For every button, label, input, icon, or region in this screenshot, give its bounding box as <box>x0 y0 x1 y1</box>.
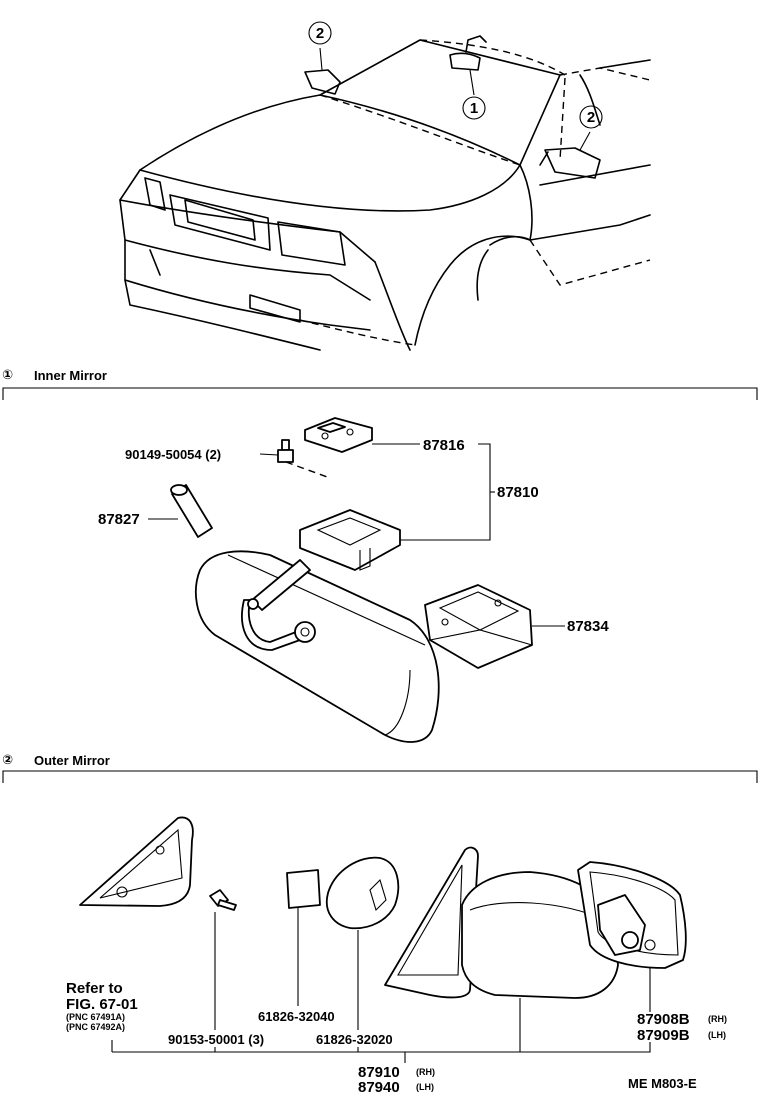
label-glass-rh-tag: (RH) <box>708 1014 727 1024</box>
label-glass-lh-number: 87909B <box>637 1027 690 1044</box>
label-bolt: 90149-50054 (2) <box>125 447 221 462</box>
label-housing-lh-number: 87940 <box>358 1079 400 1096</box>
section-outer-title: Outer Mirror <box>34 753 110 768</box>
label-housing-rh-number: 87910 <box>358 1064 400 1081</box>
label-refer-line1: Refer to <box>66 980 123 997</box>
mirror-assembly-part <box>194 509 440 743</box>
label-screw: 90153-50001 (3) <box>168 1032 264 1047</box>
seal-oval-part <box>325 856 400 930</box>
corner-cover-part <box>79 816 194 907</box>
section-inner-title: Inner Mirror <box>34 368 107 383</box>
car-illustration: 2 1 2 <box>119 21 651 351</box>
cover-part <box>424 584 533 669</box>
bolt-part <box>277 439 331 479</box>
label-glass-lh-tag: (LH) <box>708 1030 726 1040</box>
label-seal-oval: 61826-32020 <box>316 1032 393 1047</box>
inner-mirror-section: ① Inner Mirror <box>2 367 758 743</box>
section-inner-marker: ① <box>2 367 13 382</box>
label-base-plate: 87816 <box>423 437 465 454</box>
outer-mirror-section: ② Outer Mirror <box>2 752 758 1096</box>
base-plate-part <box>304 417 373 453</box>
label-mirror-assembly: 87810 <box>497 484 539 501</box>
label-housing-rh-tag: (RH) <box>416 1067 435 1077</box>
section-outer-marker: ② <box>2 752 13 767</box>
label-cap: 87827 <box>98 511 140 528</box>
mirror-glass-part <box>577 861 687 969</box>
callout-outer-mirror-left: 2 <box>316 25 324 42</box>
label-refer-pnc2: (PNC 67492A) <box>66 1022 125 1032</box>
label-seal-small: 61826-32040 <box>258 1009 335 1024</box>
label-housing-lh-tag: (LH) <box>416 1082 434 1092</box>
cap-part <box>170 484 213 538</box>
screw-part <box>209 889 237 911</box>
label-cover: 87834 <box>567 618 609 635</box>
seal-small-part <box>286 869 321 909</box>
label-glass-rh-number: 87908B <box>637 1011 690 1028</box>
label-refer-line2: FIG. 67-01 <box>66 996 138 1013</box>
footer-code: ME M803-E <box>628 1076 697 1091</box>
callout-outer-mirror-right: 2 <box>587 109 595 126</box>
label-refer-pnc1: (PNC 67491A) <box>66 1012 125 1022</box>
callout-inner-mirror: 1 <box>470 100 478 117</box>
